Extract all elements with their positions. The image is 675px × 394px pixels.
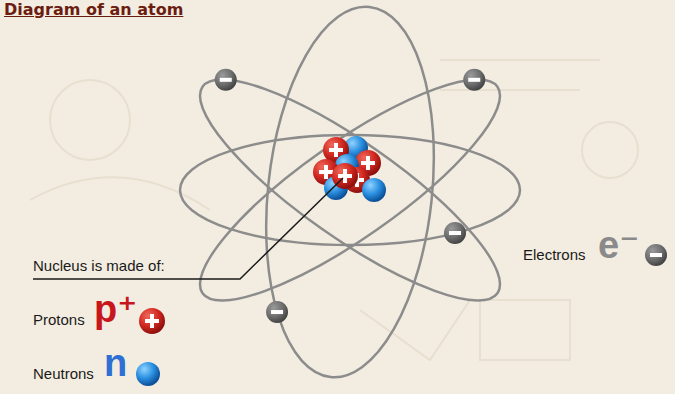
background-chalk: [30, 60, 638, 360]
electrons: [204, 58, 495, 325]
neutron-symbol: [136, 362, 160, 386]
orbits: [175, 0, 525, 386]
leader-line: [33, 178, 343, 279]
electron-symbol-text: e⁻: [598, 226, 639, 264]
diagram-title: Diagram of an atom: [4, 1, 183, 19]
neutron-symbol-text: n: [104, 344, 127, 382]
nucleus-caption: Nucleus is made of:: [33, 257, 165, 274]
proton-symbol: [139, 308, 165, 334]
legend-label: Neutrons: [33, 365, 94, 382]
legend-label: Protons: [33, 311, 85, 328]
nucleus: [313, 136, 386, 202]
legend-label: Electrons: [523, 246, 586, 263]
electron-symbol: [645, 244, 667, 266]
proton-symbol-text: p⁺: [94, 290, 137, 328]
